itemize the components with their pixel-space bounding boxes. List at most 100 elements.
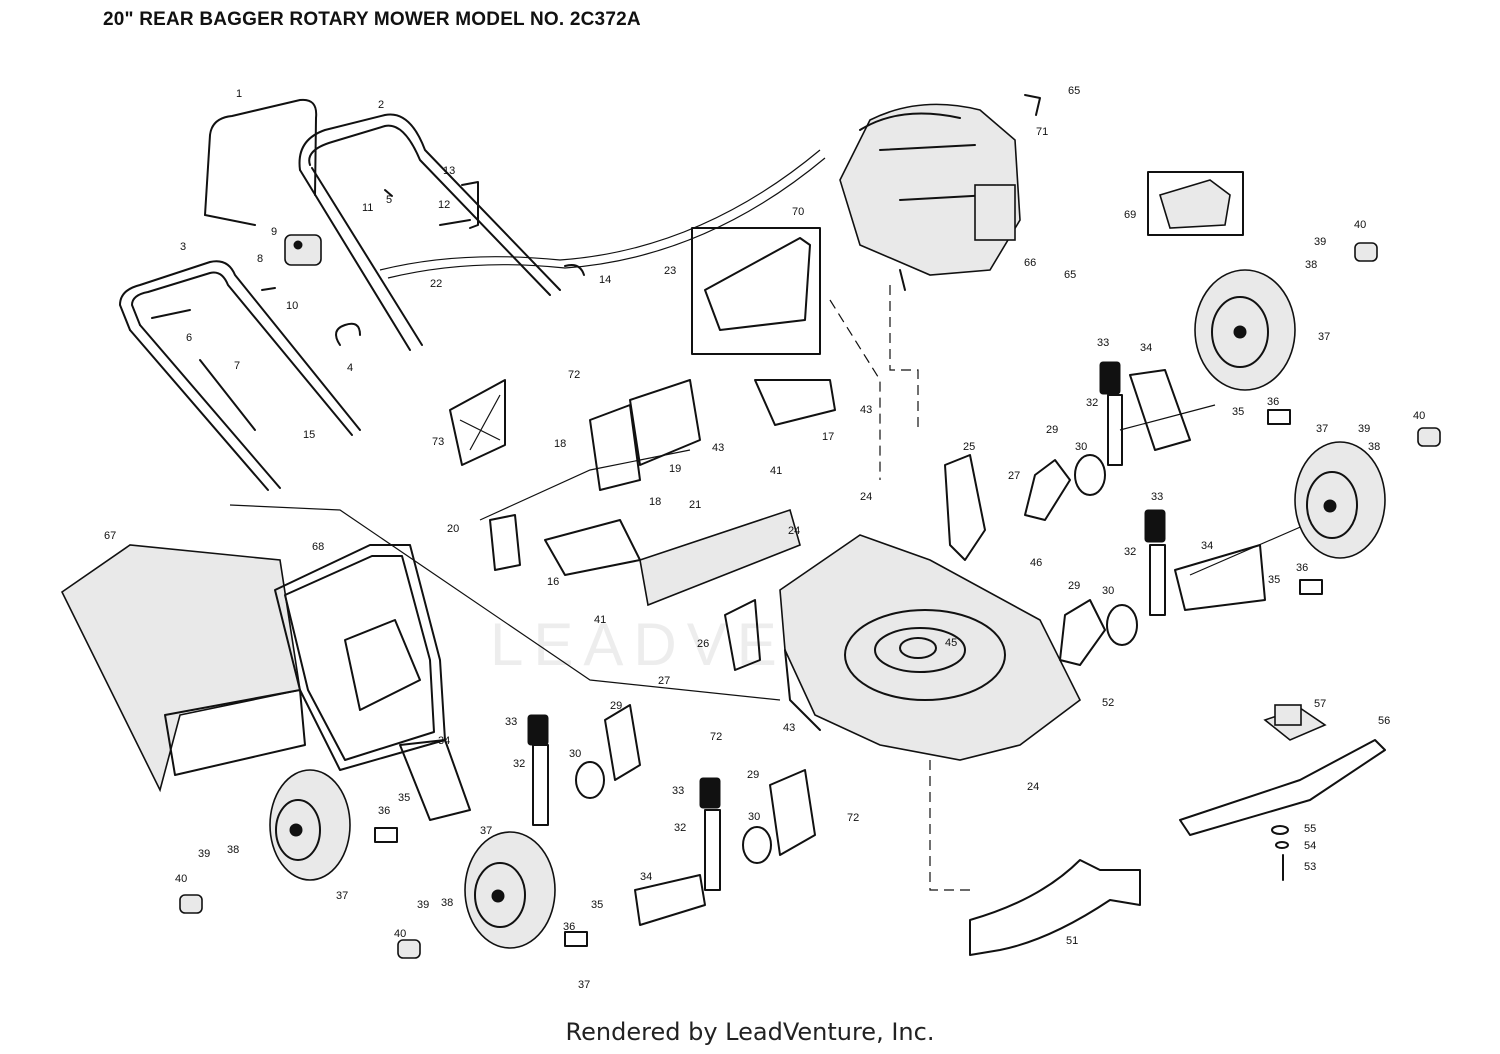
callout-30b: 30 — [1102, 585, 1114, 597]
air-filter-69 — [1147, 171, 1244, 236]
callout-11: 11 — [362, 202, 373, 214]
callout-34b: 34 — [1201, 540, 1213, 552]
callout-5: 5 — [386, 194, 392, 206]
wheel-37-mid — [1294, 441, 1386, 559]
callout-54: 54 — [1304, 840, 1316, 852]
bag-frame-68 — [274, 544, 446, 771]
callout-1: 1 — [236, 88, 242, 100]
blade-56 — [1179, 739, 1386, 836]
callout-2: 2 — [378, 99, 384, 111]
callout-35c: 35 — [398, 792, 410, 804]
link-line — [229, 504, 781, 701]
callout-45: 45 — [945, 637, 957, 649]
bracket-17 — [754, 379, 836, 426]
height-adjuster-rear-left — [399, 704, 641, 826]
handle-cable — [379, 149, 826, 279]
callout-12: 12 — [438, 199, 450, 211]
callout-39d: 39 — [417, 899, 429, 911]
callout-35b: 35 — [1268, 574, 1280, 586]
callout-40d: 40 — [394, 928, 406, 940]
blade-adapter-57 — [1263, 704, 1327, 741]
wheel-hardware — [179, 242, 1441, 959]
callout-10: 10 — [286, 300, 298, 312]
callout-4: 4 — [347, 362, 353, 374]
callout-38d: 38 — [441, 897, 453, 909]
callout-36c: 36 — [378, 805, 390, 817]
callout-6: 6 — [186, 332, 192, 344]
callout-29b: 29 — [1068, 580, 1080, 592]
footer-credit: Rendered by LeadVenture, Inc. — [565, 1018, 935, 1046]
height-adjuster-front-left — [634, 769, 816, 926]
callout-22: 22 — [430, 278, 442, 290]
deflector-73 — [449, 379, 506, 466]
callout-37e: 37 — [578, 979, 590, 991]
link-line-2 — [479, 449, 691, 521]
callout-9: 9 — [271, 226, 277, 238]
callout-27: 27 — [1008, 470, 1020, 482]
callout-34: 34 — [1140, 342, 1152, 354]
callout-39c: 39 — [198, 848, 210, 860]
page-title: 20" REAR BAGGER ROTARY MOWER MODEL NO. 2… — [103, 9, 641, 30]
callout-68: 68 — [312, 541, 324, 553]
callout-33b: 33 — [1151, 491, 1163, 503]
callout-7: 7 — [234, 360, 240, 372]
callout-37d: 37 — [480, 825, 492, 837]
callout-37b: 37 — [1316, 423, 1328, 435]
engine-part-70 — [839, 103, 1021, 430]
wheel-37-left — [269, 769, 351, 881]
callout-43b: 43 — [860, 404, 872, 416]
callout-70: 70 — [792, 206, 804, 218]
callout-57: 57 — [1314, 698, 1326, 710]
callout-40b: 40 — [1413, 410, 1425, 422]
callout-65b: 65 — [1064, 269, 1076, 281]
callout-29c: 29 — [610, 700, 622, 712]
callout-labels: 1 2 3 5 8 9 10 11 12 13 6 7 4 22 14 15 2… — [104, 85, 1425, 991]
callout-66: 66 — [1024, 257, 1036, 269]
callout-36b: 36 — [1296, 562, 1308, 574]
callout-36: 36 — [1267, 396, 1279, 408]
callout-38: 38 — [1305, 259, 1317, 271]
height-adjuster-front-right — [1024, 361, 1216, 521]
callout-29d: 29 — [747, 769, 759, 781]
callout-38c: 38 — [227, 844, 239, 856]
callout-33: 33 — [1097, 337, 1109, 349]
height-adjuster-rear-right — [1059, 509, 1306, 666]
callout-51: 51 — [1066, 935, 1078, 947]
callout-24c: 24 — [1027, 781, 1039, 793]
chute-panel-23 — [691, 227, 881, 480]
callout-32: 32 — [1086, 397, 1098, 409]
engine-bracket-71 — [1024, 94, 1041, 116]
callout-14: 14 — [599, 274, 611, 286]
callout-34c: 34 — [438, 735, 450, 747]
callout-39b: 39 — [1358, 423, 1370, 435]
callout-72: 72 — [568, 369, 580, 381]
callout-33d: 33 — [672, 785, 684, 797]
callout-72c: 72 — [847, 812, 859, 824]
callout-52: 52 — [1102, 697, 1114, 709]
hinge-16 — [544, 519, 641, 576]
callout-72b: 72 — [710, 731, 722, 743]
callout-35d: 35 — [591, 899, 603, 911]
callout-39: 39 — [1314, 236, 1326, 248]
lower-handle-part-3 — [119, 260, 361, 491]
callout-3: 3 — [180, 241, 186, 253]
callout-55: 55 — [1304, 823, 1316, 835]
blade-hardware — [1271, 825, 1289, 881]
callout-69: 69 — [1124, 209, 1136, 221]
callout-16: 16 — [547, 576, 559, 588]
callout-30d: 30 — [748, 811, 760, 823]
callout-19: 19 — [669, 463, 681, 475]
grass-bag-67 — [60, 544, 306, 793]
callout-17: 17 — [822, 431, 834, 443]
callout-18b: 18 — [649, 496, 661, 508]
callout-24: 24 — [788, 525, 800, 537]
callout-65: 65 — [1068, 85, 1080, 97]
hinge-bracket-20 — [489, 514, 521, 571]
callout-24b: 24 — [860, 491, 872, 503]
callout-36d: 36 — [563, 921, 575, 933]
callout-32c: 32 — [513, 758, 525, 770]
wheel-37-bottom — [464, 831, 556, 949]
callout-21: 21 — [689, 499, 701, 511]
rear-door-19 — [589, 379, 701, 491]
